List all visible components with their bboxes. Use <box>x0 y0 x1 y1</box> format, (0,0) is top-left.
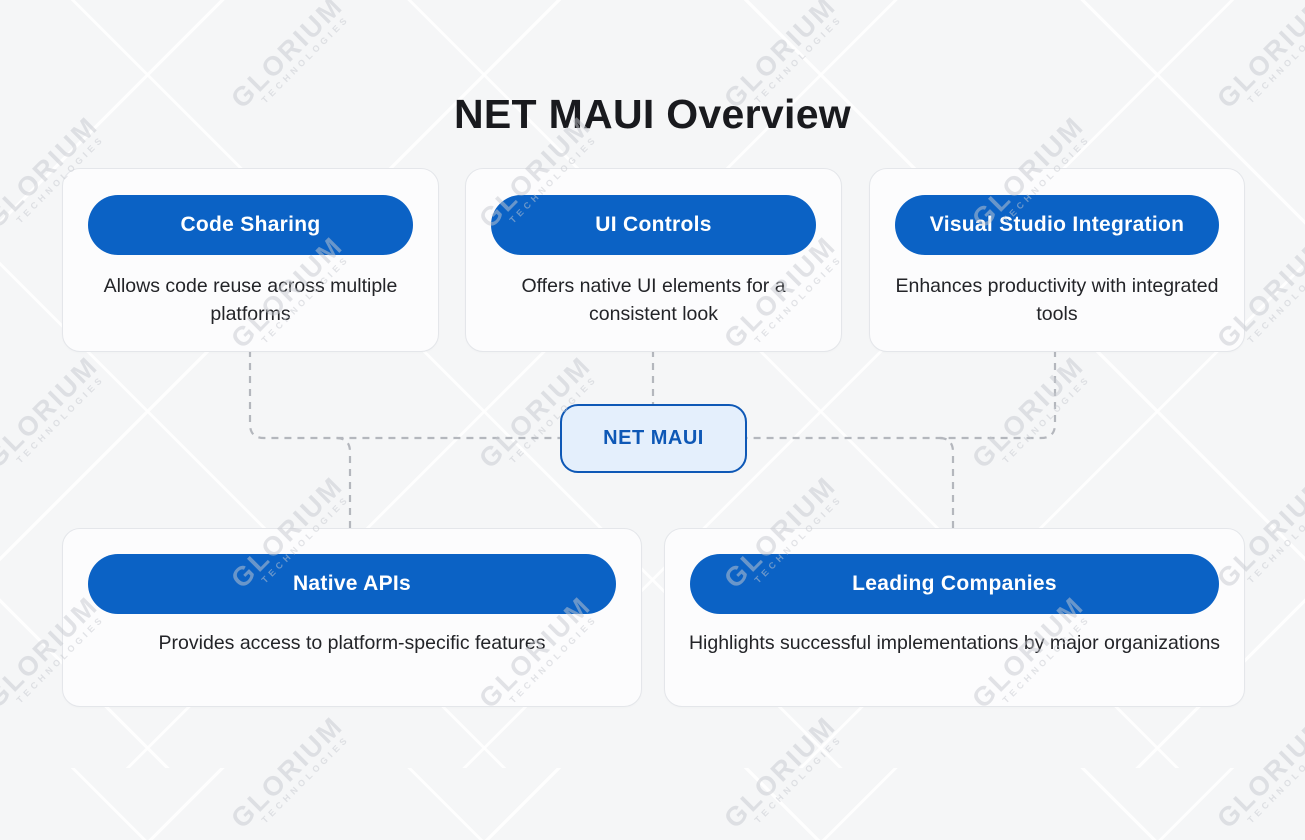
connector-layer <box>248 350 1057 528</box>
connector-code-sharing <box>248 350 560 440</box>
card-native-apis-header: Native APIs <box>88 554 616 614</box>
card-visual-studio-description: Enhances productivity with integrated to… <box>895 275 1219 325</box>
connector-visual-studio <box>747 350 1057 440</box>
connector-leading-companies <box>938 436 955 528</box>
page-title: NET MAUI Overview <box>454 91 851 138</box>
card-visual-studio-integration: Visual Studio Integration Enhances produ… <box>869 168 1245 352</box>
card-ui-controls-header: UI Controls <box>491 195 816 255</box>
card-code-sharing: Code Sharing Allows code reuse across mu… <box>62 168 439 352</box>
card-code-sharing-header: Code Sharing <box>88 195 413 255</box>
card-leading-companies-header: Leading Companies <box>690 554 1219 614</box>
card-visual-studio-header: Visual Studio Integration <box>895 195 1219 255</box>
card-code-sharing-description: Allows code reuse across multiple platfo… <box>103 275 398 325</box>
card-leading-companies-description: Highlights successful implementations by… <box>688 632 1221 654</box>
card-ui-controls: UI Controls Offers native UI elements fo… <box>465 168 842 352</box>
card-native-apis: Native APIs Provides access to platform-… <box>62 528 642 707</box>
card-ui-controls-description: Offers native UI elements for a consiste… <box>521 275 786 325</box>
center-node-net-maui: NET MAUI <box>560 404 747 473</box>
card-leading-companies: Leading Companies Highlights successful … <box>664 528 1245 707</box>
card-native-apis-description: Provides access to platform-specific fea… <box>158 632 546 654</box>
connector-native-apis <box>335 436 352 528</box>
